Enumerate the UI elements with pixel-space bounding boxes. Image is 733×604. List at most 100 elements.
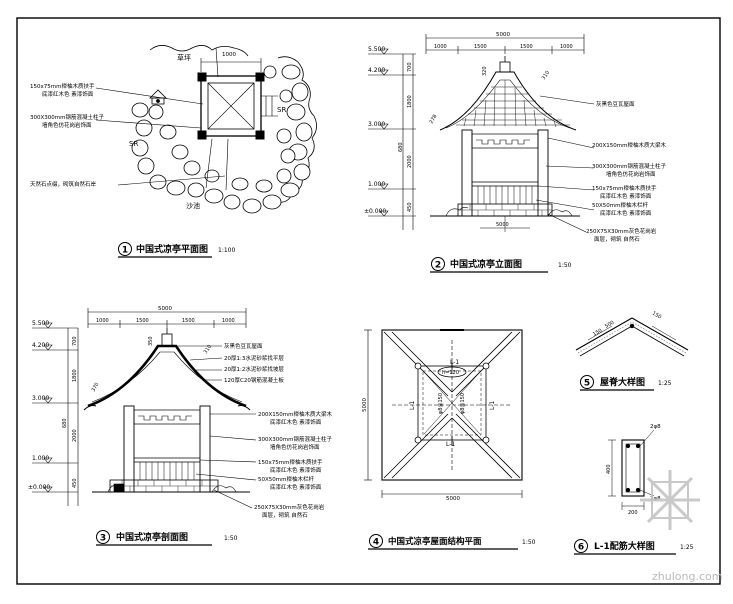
elev-roof-dim-2: 278: [429, 114, 439, 125]
elev-dim-l2: 1800: [407, 95, 413, 108]
sect-note-0: 灰黑色豆瓦屋面: [224, 342, 263, 350]
title-6-text: L-1配筋大样图: [594, 540, 655, 552]
roofplan-slab: h=120: [442, 370, 459, 376]
section-levels: [32, 322, 78, 493]
ridge-dim-2: 500: [604, 320, 615, 330]
roofplan-beam-top: L-1: [450, 359, 459, 366]
elev-level-3000: 3.000: [368, 121, 385, 128]
sect-level-1000: 1.000: [32, 455, 49, 462]
plan-lantern-icon: [149, 89, 167, 105]
watermark-text: zhulong.com: [652, 570, 722, 583]
title-3-text: 中国式凉亭剖面图: [116, 531, 188, 543]
ridge-dim-3: 150: [651, 311, 662, 321]
roofplan-bar-2: φ8@150: [460, 393, 466, 414]
title-3-scale: 1:50: [224, 535, 238, 542]
title-5-scale: 1:25: [658, 380, 672, 387]
ridge-dim-1: 150: [592, 328, 603, 338]
sect-dim-t3: 1500: [182, 318, 195, 324]
plan-note-1a: 150x75mm榉柚木质扶手: [30, 82, 95, 90]
elev-dim-t2: 1500: [474, 44, 487, 50]
section-drawing: 5.500 4.200 3.000 1.000 ±0.000 700 1800 …: [28, 306, 332, 519]
beam-height: 400: [606, 464, 612, 474]
elevation-levels: [368, 48, 416, 217]
elev-dim-top: [425, 34, 585, 54]
watermark: zhulong.com: [640, 470, 722, 583]
elevation-drawing: 5.500 4.200 3.000 1.000 ±0.000 700 1800 …: [364, 32, 666, 243]
ridge-drawing: [575, 317, 689, 357]
title-4-text: 中国式凉亭屋面结构平面: [388, 536, 482, 547]
elev-note-5: 底漆红木色 素漆饰面: [600, 192, 652, 200]
title-5: 5 屋脊大样图 1:25: [580, 375, 672, 391]
sect-dim-total: 5000: [158, 306, 172, 312]
sect-roof-dim-3: 310: [203, 344, 213, 355]
elev-dim-t1: 1000: [434, 44, 447, 50]
sect-dim-l2: 1800: [72, 369, 78, 382]
title-1-scale: 1:100: [218, 247, 235, 254]
sect-level-3000: 3.000: [32, 395, 49, 402]
roofplan-beam-left: L-1: [409, 401, 416, 410]
sect-roof-dim-2: 370: [91, 382, 101, 393]
sect-roof: [83, 328, 251, 411]
sect-level-5500: 5.500: [32, 320, 49, 327]
title-4: 4 中国式凉亭屋面结构平面 1:50: [368, 534, 536, 550]
sect-roof-dim-1: 350: [148, 336, 154, 346]
plan-dim-top: 1000: [222, 52, 236, 58]
elev-note-3: 墙角色仿花岗岩饰面: [606, 170, 656, 178]
elev-roof-dim-3: 310: [541, 70, 551, 81]
elev-note-7: 底漆红木色 素漆饰面: [600, 209, 652, 217]
title-2-num: 2: [435, 261, 441, 271]
elev-body: [430, 129, 580, 232]
sect-dim-top: [87, 308, 247, 328]
elev-note-0: 灰黑色豆瓦屋面: [596, 100, 635, 108]
beam-top-bar: 2φ8: [650, 424, 661, 430]
title-3: 3 中国式凉亭剖面图 1:50: [96, 530, 238, 546]
sect-note-6: 300X300mm钢筋混凝土柱子: [258, 435, 332, 443]
elev-note-6: 50X50mm榉柚木栏杆: [592, 201, 648, 209]
elev-dim-left: [402, 54, 414, 230]
plan-note-2b: 墙角色仿花岗岩饰面: [42, 121, 92, 129]
beam-width: 200: [628, 510, 638, 516]
elev-dim-l4: 680: [398, 142, 404, 152]
sect-note-2: 20厚1:2水泥砂浆找坡层: [224, 365, 284, 373]
sect-dim-l1: 700: [72, 336, 78, 346]
plan-leaders: [95, 47, 226, 186]
plan-lawn-label: 草坪: [177, 53, 191, 62]
title-2-scale: 1:50: [558, 262, 572, 269]
title-4-num: 4: [373, 538, 379, 548]
title-2: 2 中国式凉亭立面图 1:50: [430, 257, 572, 273]
elev-roof-dim-1: 320: [482, 66, 488, 76]
title-6-scale: 1:25: [680, 544, 694, 551]
sect-note-8: 150x75mm榉柚木质扶手: [258, 458, 323, 466]
plan-pond-label: 沙池: [186, 201, 200, 210]
sect-dim-l4: 680: [62, 418, 68, 428]
elev-level-5500: 5.500: [368, 46, 385, 53]
watermark-logo-icon: [640, 470, 700, 530]
roofplan-dim-left: 5000: [362, 398, 368, 412]
plan-sr-right: SR: [277, 106, 286, 114]
title-3-num: 3: [100, 534, 106, 544]
roofplan-dim-bottom: 5000: [446, 496, 460, 502]
sect-note-7: 墙角色仿花岗岩饰面: [270, 443, 320, 451]
sect-note-11: 底漆红木色 素漆饰面: [270, 483, 322, 491]
sect-level-4200: 4.200: [32, 342, 49, 349]
elev-dim-l5: 450: [407, 202, 413, 212]
sect-note-13: 面层，砌筑 自然石: [262, 511, 308, 519]
roofplan-beam-right: L-1: [489, 401, 496, 410]
sect-dim-left: [67, 328, 79, 506]
sect-note-10: 50X50mm榉柚木栏杆: [258, 475, 314, 483]
roofplan-beam-bottom: L-1: [446, 441, 455, 448]
plan-pavilion: [197, 58, 278, 191]
elev-dim-l1: 700: [407, 62, 413, 72]
elev-leaders: [535, 95, 595, 233]
elev-note-8: 250X75X30mm灰色花岗岩: [586, 227, 657, 235]
elev-note-4: 150x75mm榉柚木质扶手: [592, 184, 657, 192]
title-6: 6 L-1配筋大样图 1:25: [574, 539, 694, 555]
sect-dim-l3: 2000: [72, 429, 78, 442]
elev-dim-inner: 5000: [496, 222, 509, 228]
title-1-text: 中国式凉亭平面图: [136, 243, 208, 255]
roofplan-bar-1: φ8@150: [438, 393, 444, 414]
elev-note-1: 200X150mm榉柚木质大梁木: [592, 141, 666, 149]
sect-dim-t1: 1000: [96, 318, 109, 324]
plan-note-2a: 300X300mm钢筋混凝土柱子: [30, 113, 104, 121]
